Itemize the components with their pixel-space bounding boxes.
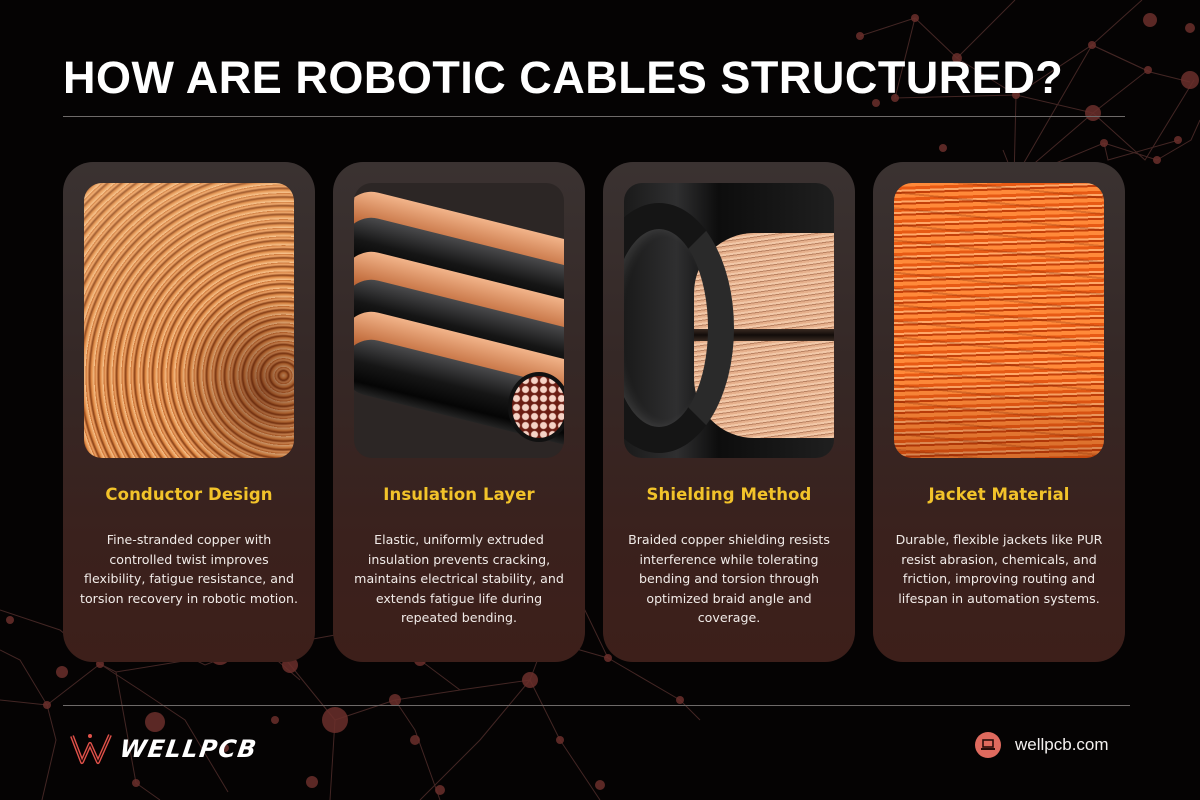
card-insulation-layer: Insulation Layer Elastic, uniformly extr… [333, 162, 585, 662]
title-divider [63, 116, 1125, 117]
website-url[interactable]: wellpcb.com [1015, 735, 1109, 754]
insulated-cables-image [354, 183, 564, 458]
footer-divider [63, 705, 1130, 706]
card-description: Elastic, uniformly extruded insulation p… [354, 532, 564, 626]
logo-text: WELLPCB [118, 735, 260, 763]
w-logo-icon [70, 734, 112, 764]
card-jacket-material: Jacket Material Durable, flexible jacket… [873, 162, 1125, 662]
card-conductor-design: Conductor Design Fine-stranded copper wi… [63, 162, 315, 662]
card-shielding-method: Shielding Method Braided copper shieldin… [603, 162, 855, 662]
card-title: Shielding Method [646, 485, 812, 504]
card-description: Braided copper shielding resists interfe… [628, 532, 830, 626]
shielded-cable-image [624, 183, 834, 458]
website-link[interactable]: wellpcb.com [975, 732, 1109, 758]
wellpcb-logo: WELLPCB [70, 731, 260, 767]
orange-jacket-cable-image [894, 183, 1104, 458]
laptop-icon [975, 732, 1001, 758]
card-title: Jacket Material [928, 485, 1070, 504]
card-description: Fine-stranded copper with controlled twi… [80, 532, 298, 606]
card-title: Conductor Design [105, 485, 273, 504]
card-description: Durable, flexible jackets like PUR resis… [895, 532, 1103, 606]
copper-coil-image [84, 183, 294, 458]
page-title: HOW ARE ROBOTIC CABLES STRUCTURED? [63, 52, 1064, 103]
card-title: Insulation Layer [383, 485, 535, 504]
